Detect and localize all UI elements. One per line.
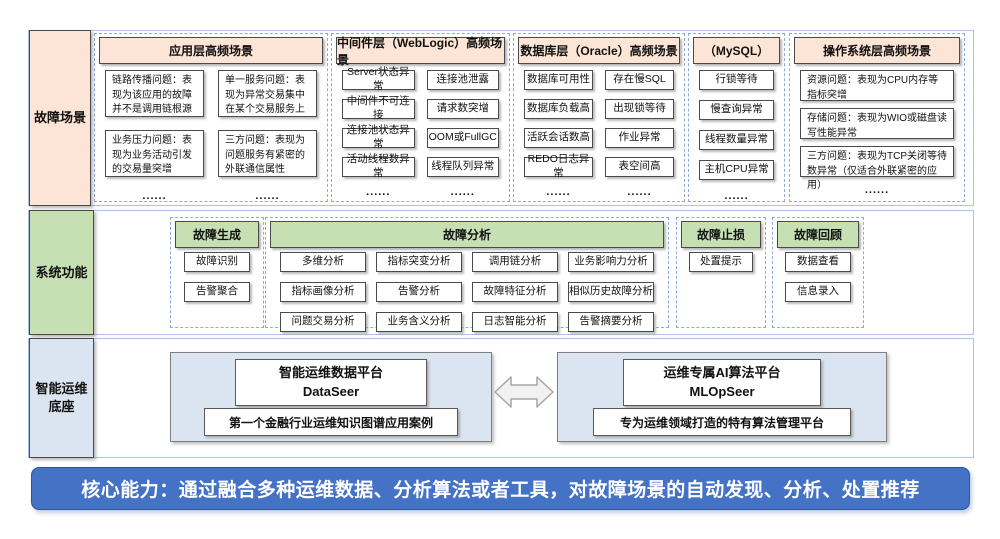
function-item: 相似历史故障分析 <box>568 282 654 302</box>
scenario-group-header: 数据库层（Oracle）高频场景 <box>518 37 680 64</box>
mlopseer-platform-subtitle: 专为运维领域打造的特有算法管理平台 <box>593 408 851 436</box>
function-item: 告警摘要分析 <box>568 312 654 332</box>
scenario-group-header: 操作系统层高频场景 <box>794 37 960 64</box>
scenario-item: 三方问题：表现为TCP关闭等待数异常（仅适合外联紧密的应用） <box>800 146 954 191</box>
function-group-body: 故障识别 告警聚合 <box>184 252 250 323</box>
mlopseer-title-line2: MLOpSeer <box>689 383 755 399</box>
scenario-group-body: 数据库可用性 存在慢SQL 数据库负载高 出现锁等待 活跃会话数高 作业异常 R… <box>524 70 674 198</box>
function-group-header: 故障回顾 <box>777 221 859 248</box>
scenario-item: 请求数突增 <box>426 99 499 119</box>
function-group-fault-analysis: 故障分析 多维分析 指标突变分析 调用链分析 业务影响力分析 指标画像分析 告警… <box>265 217 669 332</box>
function-item: 告警分析 <box>376 282 462 302</box>
scenario-group-header: （MySQL） <box>693 37 780 64</box>
scenario-item: 链路传播问题：表现为该应用的故障并不是调用链根源 <box>105 70 204 117</box>
function-group-header: 故障生成 <box>175 221 259 248</box>
dataseer-platform-subtitle: 第一个金融行业运维知识图谱应用案例 <box>204 408 458 436</box>
ellipsis: ...... <box>255 190 280 202</box>
scenario-item: 线程数量异常 <box>699 130 774 150</box>
scenario-group-body: 链路传播问题：表现为该应用的故障并不是调用链根源 单一服务问题：表现为异常交易集… <box>105 70 317 202</box>
function-group-body: 数据查看 信息录入 <box>785 252 851 323</box>
core-capability-text: 核心能力：通过融合多种运维数据、分析算法或者工具，对故障场景的自动发现、分析、处… <box>81 480 920 501</box>
scenario-group-body: Server状态异常 连接池泄露 中间件不可连接 请求数突增 连接池状态异常 O… <box>342 66 499 198</box>
dataseer-title-line2: DataSeer <box>302 383 360 399</box>
system-functions-label: 系统功能 <box>29 210 94 335</box>
function-item: 信息录入 <box>785 282 851 302</box>
scenario-item: 连接池泄露 <box>426 70 499 90</box>
function-item: 调用链分析 <box>472 252 558 272</box>
system-functions-label-text: 系统功能 <box>35 264 88 280</box>
dataseer-title-line1: 智能运维数据平台 <box>278 364 383 380</box>
function-group-body: 处置提示 <box>689 252 753 323</box>
function-item: 故障特征分析 <box>472 282 558 302</box>
mlopseer-platform-title: 运维专属AI算法平台 MLOpSeer <box>623 359 821 406</box>
scenario-group-header: 应用层高频场景 <box>99 37 323 64</box>
scenario-group-app-layer: 应用层高频场景 链路传播问题：表现为该应用的故障并不是调用链根源 单一服务问题：… <box>94 33 328 202</box>
scenario-item: 出现锁等待 <box>605 99 674 119</box>
scenario-item: 存储问题：表现为WIO或磁盘读写性能异常 <box>800 108 954 139</box>
function-group-fault-mitigation: 故障止损 处置提示 <box>676 217 766 328</box>
scenario-item: 存在慢SQL <box>605 70 674 90</box>
scenario-group-body: 资源问题：表现为CPU内存等指标突增 存储问题：表现为WIO或磁盘读写性能异常 … <box>800 70 954 197</box>
scenario-group-body: 行锁等待 慢查询异常 线程数量异常 主机CPU异常 ...... <box>699 70 774 202</box>
bidirectional-arrow-icon <box>494 373 554 411</box>
function-group-fault-review: 故障回顾 数据查看 信息录入 <box>772 217 864 328</box>
scenario-item: OOM或FullGC <box>426 128 499 148</box>
scenario-group-oracle: 数据库层（Oracle）高频场景 数据库可用性 存在慢SQL 数据库负载高 出现… <box>513 33 685 202</box>
scenario-group-mysql: （MySQL） 行锁等待 慢查询异常 线程数量异常 主机CPU异常 ...... <box>688 33 785 202</box>
function-item: 故障识别 <box>184 252 250 272</box>
fault-scenarios-label-text: 故障场景 <box>33 110 86 126</box>
dataseer-platform: 智能运维数据平台 DataSeer 第一个金融行业运维知识图谱应用案例 <box>170 352 492 442</box>
scenario-item: 业务压力问题：表现为业务活动引发的交易量突增 <box>105 130 204 177</box>
function-item: 业务含义分析 <box>376 312 462 332</box>
scenario-item: Server状态异常 <box>342 66 415 92</box>
function-group-header: 故障止损 <box>681 221 761 248</box>
function-group-body: 多维分析 指标突变分析 调用链分析 业务影响力分析 指标画像分析 告警分析 故障… <box>280 252 654 332</box>
scenario-group-os-layer: 操作系统层高频场景 资源问题：表现为CPU内存等指标突增 存储问题：表现为WIO… <box>789 33 965 202</box>
fault-scenarios-label: 故障场景 <box>29 30 91 206</box>
ellipsis: ...... <box>546 186 571 198</box>
ellipsis: ...... <box>450 186 475 198</box>
scenario-item: 作业异常 <box>605 128 674 148</box>
scenario-group-header: 中间件层（WebLogic）高频场景 <box>336 36 505 67</box>
scenario-item: REDO日志异常 <box>524 153 593 179</box>
scenario-item: 行锁等待 <box>699 70 774 90</box>
function-item: 多维分析 <box>280 252 366 272</box>
aiops-foundation-label: 智能运维 底座 <box>29 338 94 458</box>
ellipsis: ...... <box>864 184 890 196</box>
ellipsis: ...... <box>142 190 167 202</box>
function-item: 处置提示 <box>689 252 753 272</box>
scenario-group-middleware: 中间件层（WebLogic）高频场景 Server状态异常 连接池泄露 中间件不… <box>331 33 510 202</box>
core-capability-banner: 核心能力：通过融合多种运维数据、分析算法或者工具，对故障场景的自动发现、分析、处… <box>31 467 970 510</box>
function-item: 问题交易分析 <box>280 312 366 332</box>
mlopseer-title-line1: 运维专属AI算法平台 <box>663 364 781 380</box>
mlopseer-platform: 运维专属AI算法平台 MLOpSeer 专为运维领域打造的特有算法管理平台 <box>557 352 887 442</box>
ellipsis: ...... <box>366 186 391 198</box>
scenario-item: 数据库负载高 <box>524 99 593 119</box>
scenario-item: 慢查询异常 <box>699 100 774 120</box>
function-group-fault-generation: 故障生成 故障识别 告警聚合 <box>170 217 264 328</box>
function-item: 数据查看 <box>785 252 851 272</box>
scenario-item: 中间件不可连接 <box>342 95 415 121</box>
function-item: 业务影响力分析 <box>568 252 654 272</box>
function-item: 告警聚合 <box>184 282 250 302</box>
function-item: 指标画像分析 <box>280 282 366 302</box>
ellipsis: ...... <box>724 190 749 202</box>
scenario-item: 活跃会话数高 <box>524 128 593 148</box>
dataseer-platform-title: 智能运维数据平台 DataSeer <box>235 359 427 406</box>
scenario-item: 线程队列异常 <box>426 157 499 177</box>
aiops-foundation-label-line2: 底座 <box>48 399 75 414</box>
aiops-foundation-label-line1: 智能运维 <box>35 381 88 397</box>
scenario-item: 数据库可用性 <box>524 70 593 90</box>
scenario-item: 连接池状态异常 <box>342 124 415 150</box>
function-item: 日志智能分析 <box>472 312 558 332</box>
scenario-item: 单一服务问题：表现为异常交易集中在某个交易服务上 <box>218 70 317 117</box>
scenario-item: 三方问题：表现为问题服务有紧密的外联通信属性 <box>218 130 317 177</box>
scenario-item: 活动线程数异常 <box>342 153 415 179</box>
scenario-item: 资源问题：表现为CPU内存等指标突增 <box>800 70 954 101</box>
ellipsis: ...... <box>627 186 652 198</box>
scenario-item: 主机CPU异常 <box>699 160 774 180</box>
scenario-item: 表空间高 <box>605 157 674 177</box>
function-item: 指标突变分析 <box>376 252 462 272</box>
function-group-header: 故障分析 <box>270 221 664 248</box>
